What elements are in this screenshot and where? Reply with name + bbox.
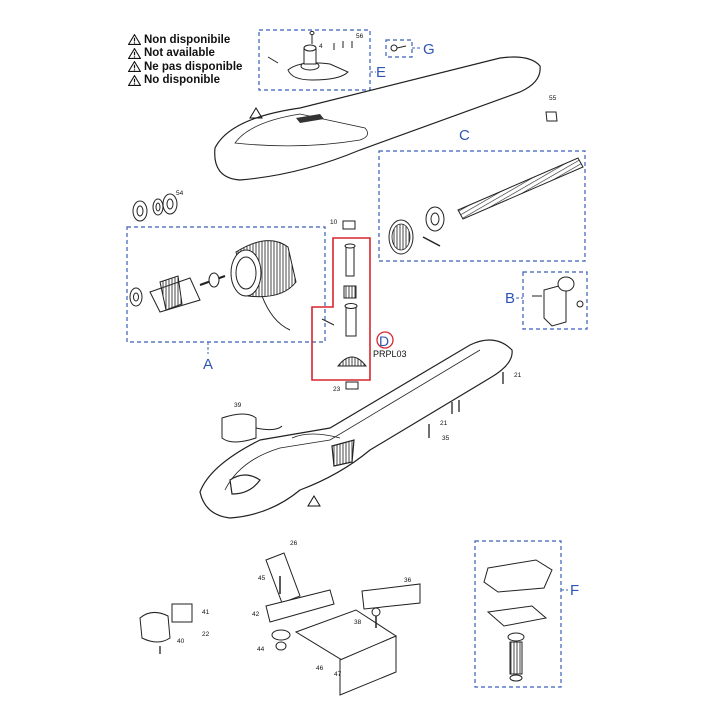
fixing-screws [428,372,504,438]
legend-text: Not available [144,47,215,60]
availability-legend: Non disponibile Not available Ne pas dis… [128,33,242,87]
gearbox-housing [199,339,513,519]
group-frame-d [311,237,371,381]
legend-text: Non disponibile [144,33,231,46]
part-number: 56 [356,33,364,40]
legend-text: Ne pas disponible [144,60,243,73]
legend-text: No disponible [144,74,221,87]
part-number: 10 [330,219,338,226]
fixing-plate-assembly [483,559,553,682]
cover-shell [214,56,541,181]
legend-item: Ne pas disponible [128,60,242,74]
group-frame-c [378,150,586,262]
legend-item: Non disponibile [128,33,242,47]
group-frame-g [385,39,413,58]
group-frame-b [522,271,588,330]
group-label-a: A [203,356,213,373]
legend-item: Not available [128,47,242,61]
output-shaft-assembly [321,243,368,367]
group-label-d: D [379,333,389,349]
washer-part [345,381,359,390]
group-label-b: B [505,290,515,307]
highlight-circle [376,331,394,349]
part-number: 4 [319,43,323,50]
part-number: 26 [290,540,298,547]
bearing-rings [132,193,178,222]
part-number: 21 [514,372,522,379]
highlight-code: PRPL03 [373,349,407,359]
group-label-f: F [570,582,579,599]
warning-icon [128,74,141,86]
warning-icon [128,34,141,46]
bushing-part [545,111,558,122]
part-number: 40 [177,638,185,645]
part-number: 46 [316,665,324,672]
part-number: 41 [202,609,210,616]
warning-icon [128,61,141,73]
key-part [390,44,407,52]
part-number: 35 [442,435,450,442]
group-label-e: E [376,64,386,81]
part-number: 45 [258,575,266,582]
part-number: 39 [234,402,242,409]
part-number: 38 [354,619,362,626]
capacitor-part [221,413,283,443]
rear-bracket-assembly [139,552,421,696]
spacer-part [342,220,356,230]
group-frame-f [474,540,562,688]
warning-icon [128,47,141,59]
warning-icon [249,107,263,119]
group-label-g: G [423,41,435,58]
limit-bracket-assembly [532,276,584,327]
legend-item: No disponible [128,74,242,88]
part-number: 55 [549,95,557,102]
part-number: 23 [333,386,341,393]
motor-assembly [129,240,297,331]
warning-icon [307,495,321,507]
part-number: 42 [252,611,260,618]
cover-lock-assembly [267,30,353,81]
part-number: 44 [257,646,265,653]
part-number: 36 [404,577,412,584]
group-label-c: C [459,127,470,144]
part-number: 21 [440,420,448,427]
worm-screw-assembly [388,157,584,255]
part-number: 22 [202,631,210,638]
part-number: 47 [334,671,342,678]
group-frame-a [126,226,326,343]
part-number: 54 [176,190,184,197]
